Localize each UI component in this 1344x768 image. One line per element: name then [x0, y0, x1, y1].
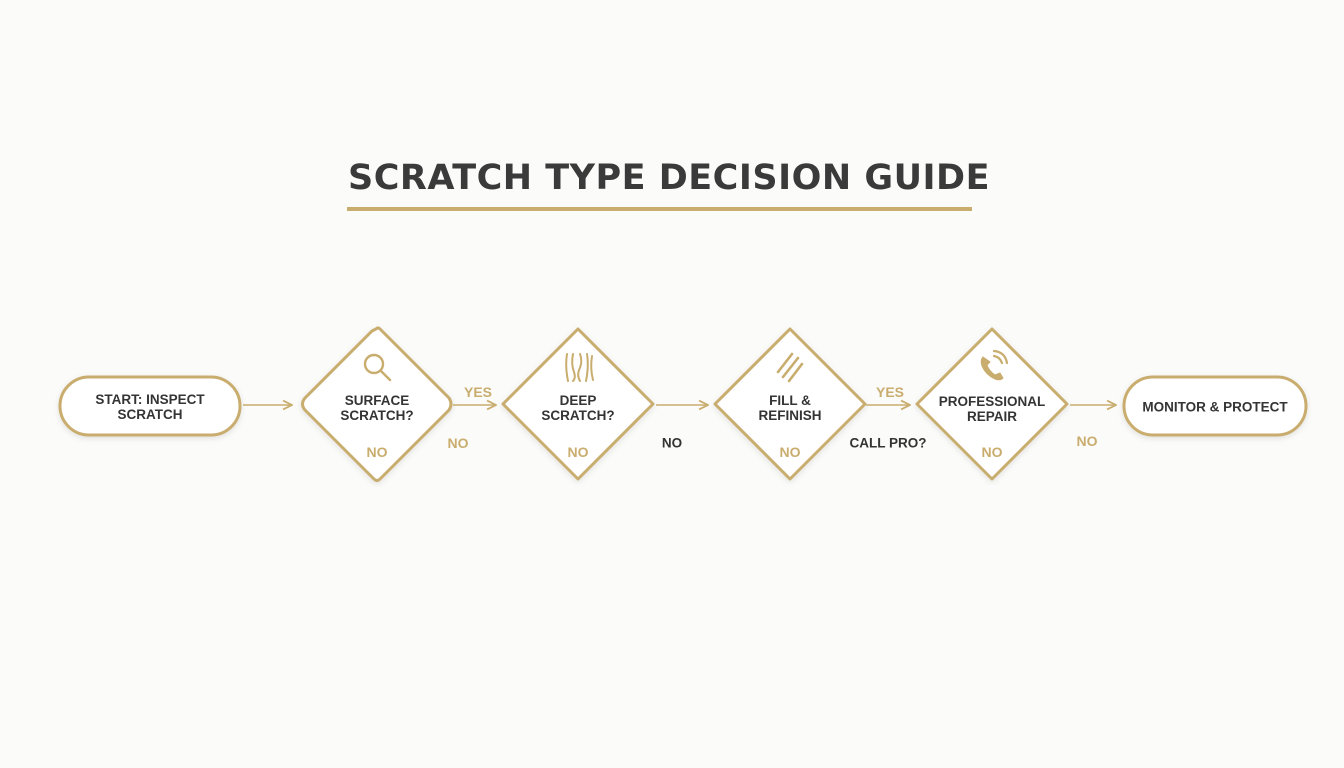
edge-yes-label-1: YES	[463, 384, 493, 400]
fill-no-label: NO	[779, 444, 801, 460]
fill-refinish-diamond	[713, 327, 867, 481]
deep-scratch-line-2: SCRATCH?	[541, 408, 615, 423]
deep-no-label: NO	[567, 444, 589, 460]
fill-refinish-line-2: REFINISH	[758, 408, 822, 423]
start-node-line-2: SCRATCH	[117, 407, 183, 422]
professional-no-label: NO	[981, 444, 1003, 460]
wood-grain-icon	[565, 353, 594, 382]
professional-repair-line-1: PROFESSIONAL	[938, 394, 1046, 409]
phone-icon	[980, 349, 1009, 381]
professional-repair-line-2: REPAIR	[966, 409, 1018, 424]
surface-scratch-diamond	[301, 326, 453, 482]
surface-scratch-line-2: SCRATCH?	[340, 408, 414, 423]
surface-scratch-line-1: SURFACE	[344, 393, 410, 408]
edge-no-label-1: NO	[447, 435, 469, 451]
surface-no-label: NO	[366, 444, 388, 460]
start-node-line-1: START: INSPECT	[95, 392, 205, 407]
start-node-label: START: INSPECT SCRATCH	[95, 392, 204, 422]
magnifier-icon	[363, 353, 392, 382]
monitor-protect-node	[1122, 375, 1308, 437]
edge-no-label-2: NO	[661, 435, 683, 451]
professional-repair-label: PROFESSIONAL REPAIR	[939, 394, 1046, 424]
title-underline	[347, 207, 972, 211]
edge-call-pro-label: CALL PRO?	[849, 435, 927, 451]
fill-refinish-label: FILL & REFINISH	[758, 393, 821, 423]
surface-scratch-label: SURFACE SCRATCH?	[340, 393, 413, 423]
monitor-protect-label: MONITOR & PROTECT	[1142, 399, 1288, 415]
professional-repair-diamond	[915, 327, 1069, 481]
edge-yes-label-2: YES	[875, 384, 905, 400]
diagonal-lines-icon	[776, 352, 804, 383]
deep-scratch-line-1: DEEP	[559, 393, 597, 408]
fill-refinish-line-1: FILL &	[769, 393, 811, 408]
edge-no-label-3: NO	[1076, 433, 1098, 449]
deep-scratch-label: DEEP SCRATCH?	[541, 393, 614, 423]
start-node	[58, 375, 242, 437]
diagram-title: SCRATCH TYPE DECISION GUIDE	[348, 158, 990, 198]
deep-scratch-diamond	[501, 327, 655, 481]
